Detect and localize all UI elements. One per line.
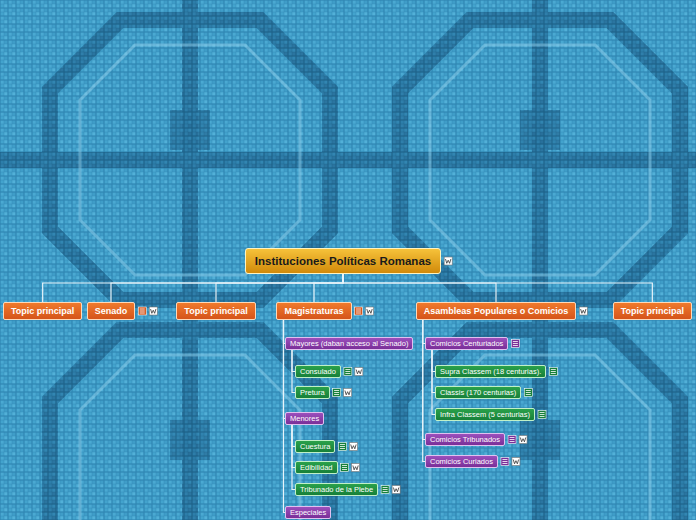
topic-text: Comicios Centuriados (430, 338, 503, 349)
link-icon (349, 443, 357, 451)
topic-text: Asambleas Populares o Comicios (424, 303, 569, 319)
subtopic: Especiales (285, 506, 331, 519)
subtopic: Menores (285, 412, 324, 425)
topic-text: Senado (95, 303, 128, 319)
branch-line (43, 274, 343, 302)
topic-text: Topic principal (621, 303, 684, 319)
main-topic: Asambleas Populares o Comicios (416, 302, 577, 320)
detail-topic: Infra Classem (5 centurias) (435, 408, 535, 421)
topic-text: Especiales (290, 507, 326, 518)
topic-text: Topic principal (184, 303, 247, 319)
detail-topic: Consulado (295, 365, 341, 378)
link-icon (149, 307, 157, 315)
subtopic: Comicios Centuriados (425, 337, 508, 350)
topic-text: Menores (290, 413, 319, 424)
topic-text: Cuestura (300, 441, 330, 452)
subtopic: Comicios Tribunados (425, 433, 505, 446)
main-topic: Topic principal (176, 302, 255, 320)
main-topic: Senado (87, 302, 136, 320)
branch-line (432, 350, 435, 415)
detail-topic: Cuestura (295, 440, 335, 453)
branch-line (343, 274, 496, 302)
topic-text: Supra Classem (18 centurias). (440, 366, 541, 377)
topic-text: Classis (170 centurias) (440, 387, 516, 398)
subtopic: Comicios Curiados (425, 455, 498, 468)
topic-text: Mayores (daban acceso al Senado) (290, 338, 408, 349)
link-icon (444, 257, 452, 265)
topic-text: Infra Classem (5 centurias) (440, 409, 530, 420)
branch-line (292, 425, 295, 490)
note-icon (511, 340, 519, 348)
note-icon (524, 389, 532, 397)
link-icon (519, 436, 527, 444)
topic-text: Comicios Tribunados (430, 434, 500, 445)
main-topic: Topic principal (613, 302, 692, 320)
topic-text: Pretura (300, 387, 325, 398)
link-icon (392, 486, 400, 494)
link-icon (366, 307, 374, 315)
main-topic: Magistraturas (276, 302, 351, 320)
link-icon (355, 368, 363, 376)
topic-text: Instituciones Políticas Romanas (255, 249, 431, 273)
branch-line (314, 274, 343, 302)
detail-topic: Pretura (295, 386, 330, 399)
branch-line (216, 274, 343, 302)
detail-topic: Edibilidad (295, 461, 338, 474)
note-icon (138, 307, 146, 315)
topic-text: Edibilidad (300, 462, 333, 473)
topic-text: Tribunado de la Plebe (300, 484, 373, 495)
link-icon (579, 307, 587, 315)
note-icon (501, 458, 509, 466)
main-topic: Topic principal (3, 302, 82, 320)
topic-text: Topic principal (11, 303, 74, 319)
detail-topic: Classis (170 centurias) (435, 386, 521, 399)
branch-line (111, 274, 343, 302)
detail-topic: Supra Classem (18 centurias). (435, 365, 546, 378)
note-icon (508, 436, 516, 444)
link-icon (344, 389, 352, 397)
topic-text: Comicios Curiados (430, 456, 493, 467)
note-icon (381, 486, 389, 494)
topic-text: Magistraturas (284, 303, 343, 319)
subtopic: Mayores (daban acceso al Senado) (285, 337, 413, 350)
topic-text: Consulado (300, 366, 336, 377)
note-icon (355, 307, 363, 315)
note-icon (549, 368, 557, 376)
note-icon (338, 443, 346, 451)
central-topic: Instituciones Políticas Romanas (245, 248, 441, 274)
link-icon (352, 464, 360, 472)
note-icon (341, 464, 349, 472)
branch-line (343, 274, 652, 302)
link-icon (512, 458, 520, 466)
detail-topic: Tribunado de la Plebe (295, 483, 378, 496)
note-icon (344, 368, 352, 376)
note-icon (538, 411, 546, 419)
note-icon (333, 389, 341, 397)
